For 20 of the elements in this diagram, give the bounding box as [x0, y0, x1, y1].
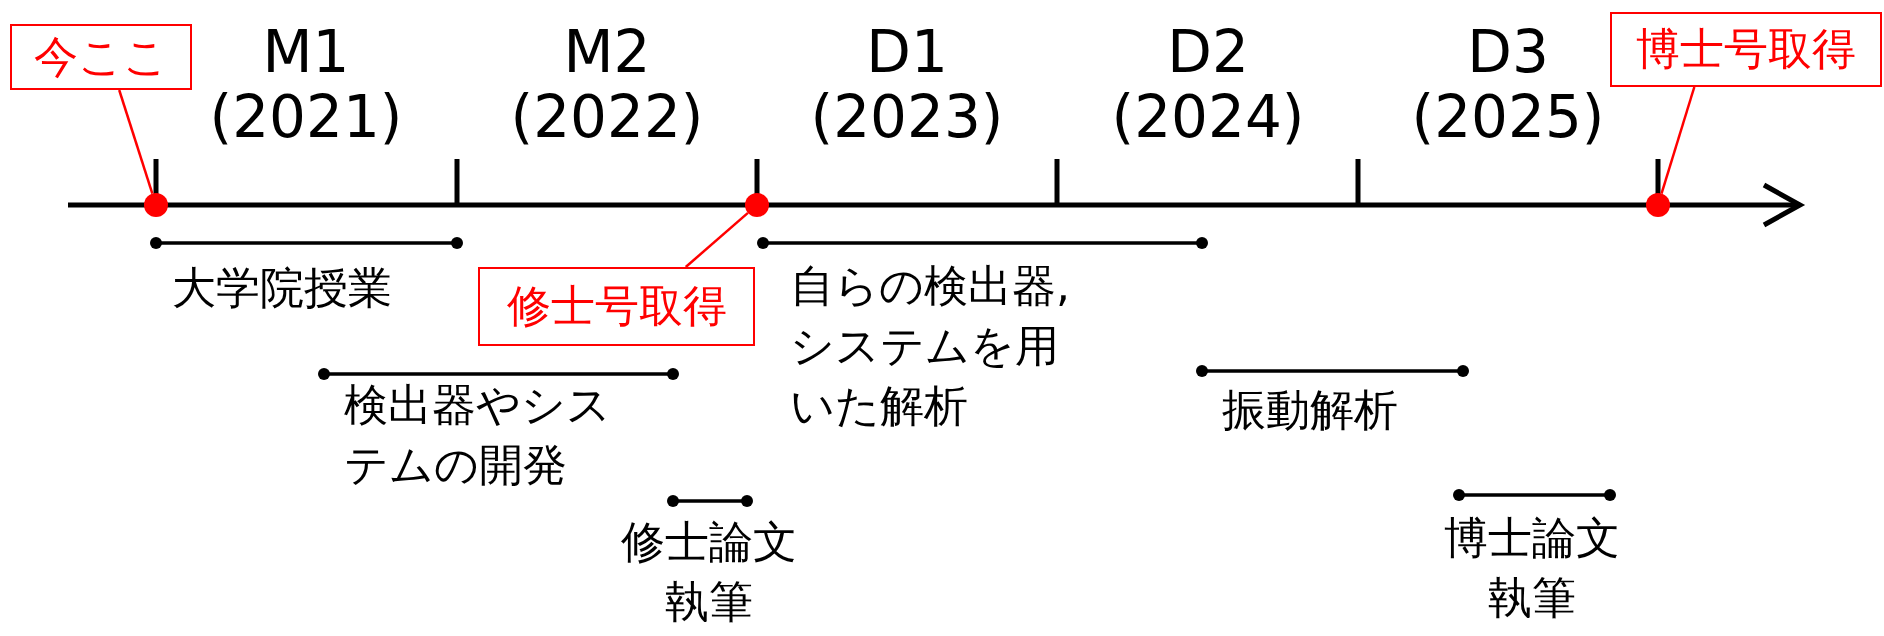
- period-label: D1 (2023): [809, 20, 1005, 150]
- task-label: 修士論文執筆: [620, 515, 798, 629]
- milestone-dot: [144, 193, 168, 217]
- callout-label: 修士号取得: [478, 267, 755, 346]
- leader-line: [1660, 86, 1696, 194]
- period-label: D3 (2025): [1410, 20, 1606, 150]
- period-label: D2 (2024): [1110, 20, 1306, 150]
- task-label: 振動解析: [1222, 383, 1399, 437]
- task-label: 自らの検出器,システムを用いた解析: [790, 259, 1071, 433]
- callout-label: 今ここ: [10, 24, 192, 90]
- task-label: 検出器やシステムの開発: [344, 378, 612, 492]
- period-label: M1 (2021): [208, 20, 404, 150]
- leader-line: [684, 211, 749, 268]
- milestone-dot: [745, 193, 769, 217]
- leader-line: [118, 89, 154, 194]
- task-label: 大学院授業: [172, 261, 393, 315]
- period-label: M2 (2022): [509, 20, 705, 150]
- milestone-dot: [1646, 193, 1670, 217]
- callout-label: 博士号取得: [1610, 12, 1882, 87]
- task-label: 博士論文執筆: [1443, 511, 1621, 625]
